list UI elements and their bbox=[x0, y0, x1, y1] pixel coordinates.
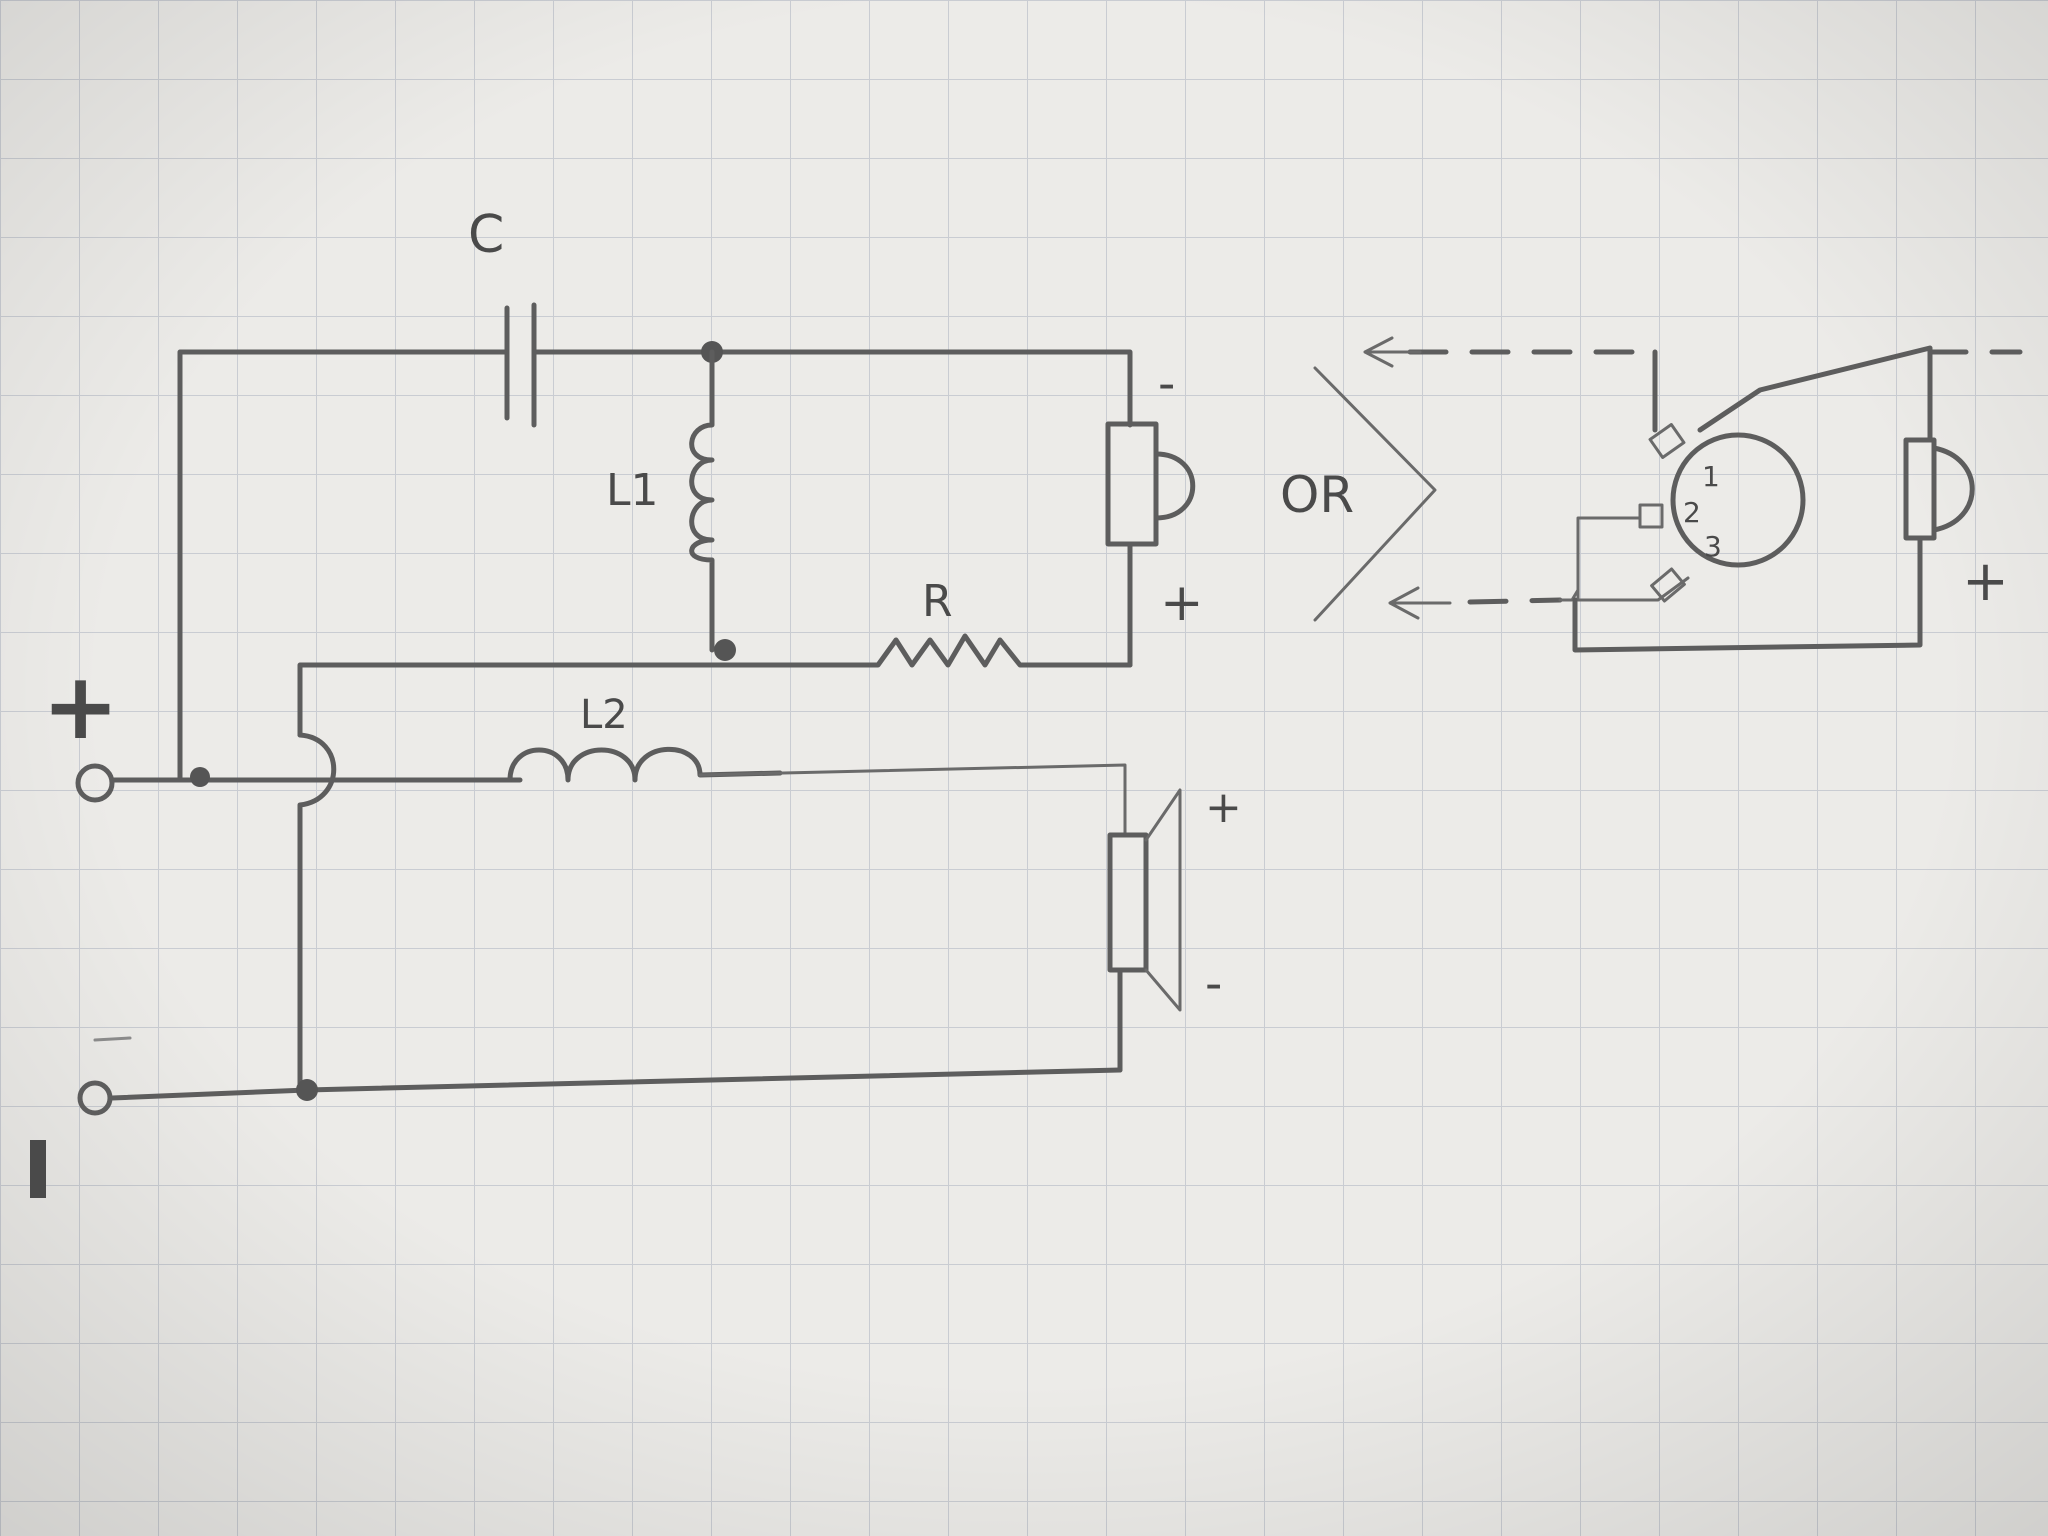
lpad-component bbox=[1670, 432, 1806, 568]
wire-alt-bottom bbox=[1572, 537, 1923, 653]
dashed-line-bottom bbox=[1467, 597, 1563, 605]
terminal-plus bbox=[75, 763, 115, 803]
label-woofer-top-polarity: + bbox=[1205, 782, 1242, 833]
tweeter-dome bbox=[1153, 451, 1196, 521]
inductor-l2 bbox=[507, 746, 783, 783]
faint-mark bbox=[93, 1036, 132, 1042]
woofer-cone bbox=[1144, 788, 1182, 1012]
wire-alt-pin2-3 bbox=[1576, 516, 1690, 602]
label-alt-tweeter-polarity: + bbox=[1962, 549, 2009, 614]
label-or: OR bbox=[1280, 466, 1354, 524]
wire-alt-top bbox=[1697, 345, 1933, 443]
wire-left-top bbox=[177, 349, 508, 783]
alt-tweeter-dome bbox=[1931, 445, 1975, 533]
label-input-plus: + bbox=[42, 653, 119, 760]
resistor-r bbox=[297, 633, 1133, 738]
arrow-top bbox=[1363, 336, 1422, 368]
arrow-bottom bbox=[1388, 586, 1452, 620]
pin-2-tab bbox=[1638, 503, 1664, 529]
alt-tweeter-speaker bbox=[1903, 437, 1937, 541]
woofer-speaker bbox=[1107, 832, 1149, 973]
label-capacitor: C bbox=[468, 205, 504, 265]
inductor-l1 bbox=[689, 349, 715, 653]
label-pin-1: 1 bbox=[1702, 460, 1720, 493]
pin-3-tab bbox=[1650, 567, 1686, 603]
label-l1: L1 bbox=[606, 465, 659, 516]
main-circuit bbox=[75, 302, 1196, 1116]
label-tweeter-top-polarity: - bbox=[1158, 356, 1175, 412]
node-junction bbox=[296, 1079, 318, 1101]
wire-crossover-hop bbox=[297, 732, 337, 1093]
node-junction bbox=[190, 767, 210, 787]
label-tweeter-bottom-polarity: + bbox=[1160, 573, 1204, 633]
alternative-circuit: 1 2 3 bbox=[1313, 336, 2023, 653]
terminal-minus bbox=[77, 1080, 113, 1116]
or-bracket bbox=[1313, 366, 1437, 622]
label-input-minus-mark bbox=[30, 1140, 46, 1198]
label-pin-3: 3 bbox=[1704, 530, 1722, 563]
label-l2: L2 bbox=[580, 692, 628, 738]
label-pin-2: 2 bbox=[1683, 496, 1701, 529]
label-woofer-bottom-polarity: - bbox=[1205, 956, 1222, 1012]
pin-1-tab bbox=[1648, 423, 1686, 459]
node-junction bbox=[714, 639, 736, 661]
wire-alt-input bbox=[1558, 588, 1580, 602]
wire-l2-to-woofer bbox=[698, 763, 1127, 837]
label-resistor: R bbox=[922, 576, 953, 627]
wire-top-rail bbox=[531, 349, 1133, 428]
